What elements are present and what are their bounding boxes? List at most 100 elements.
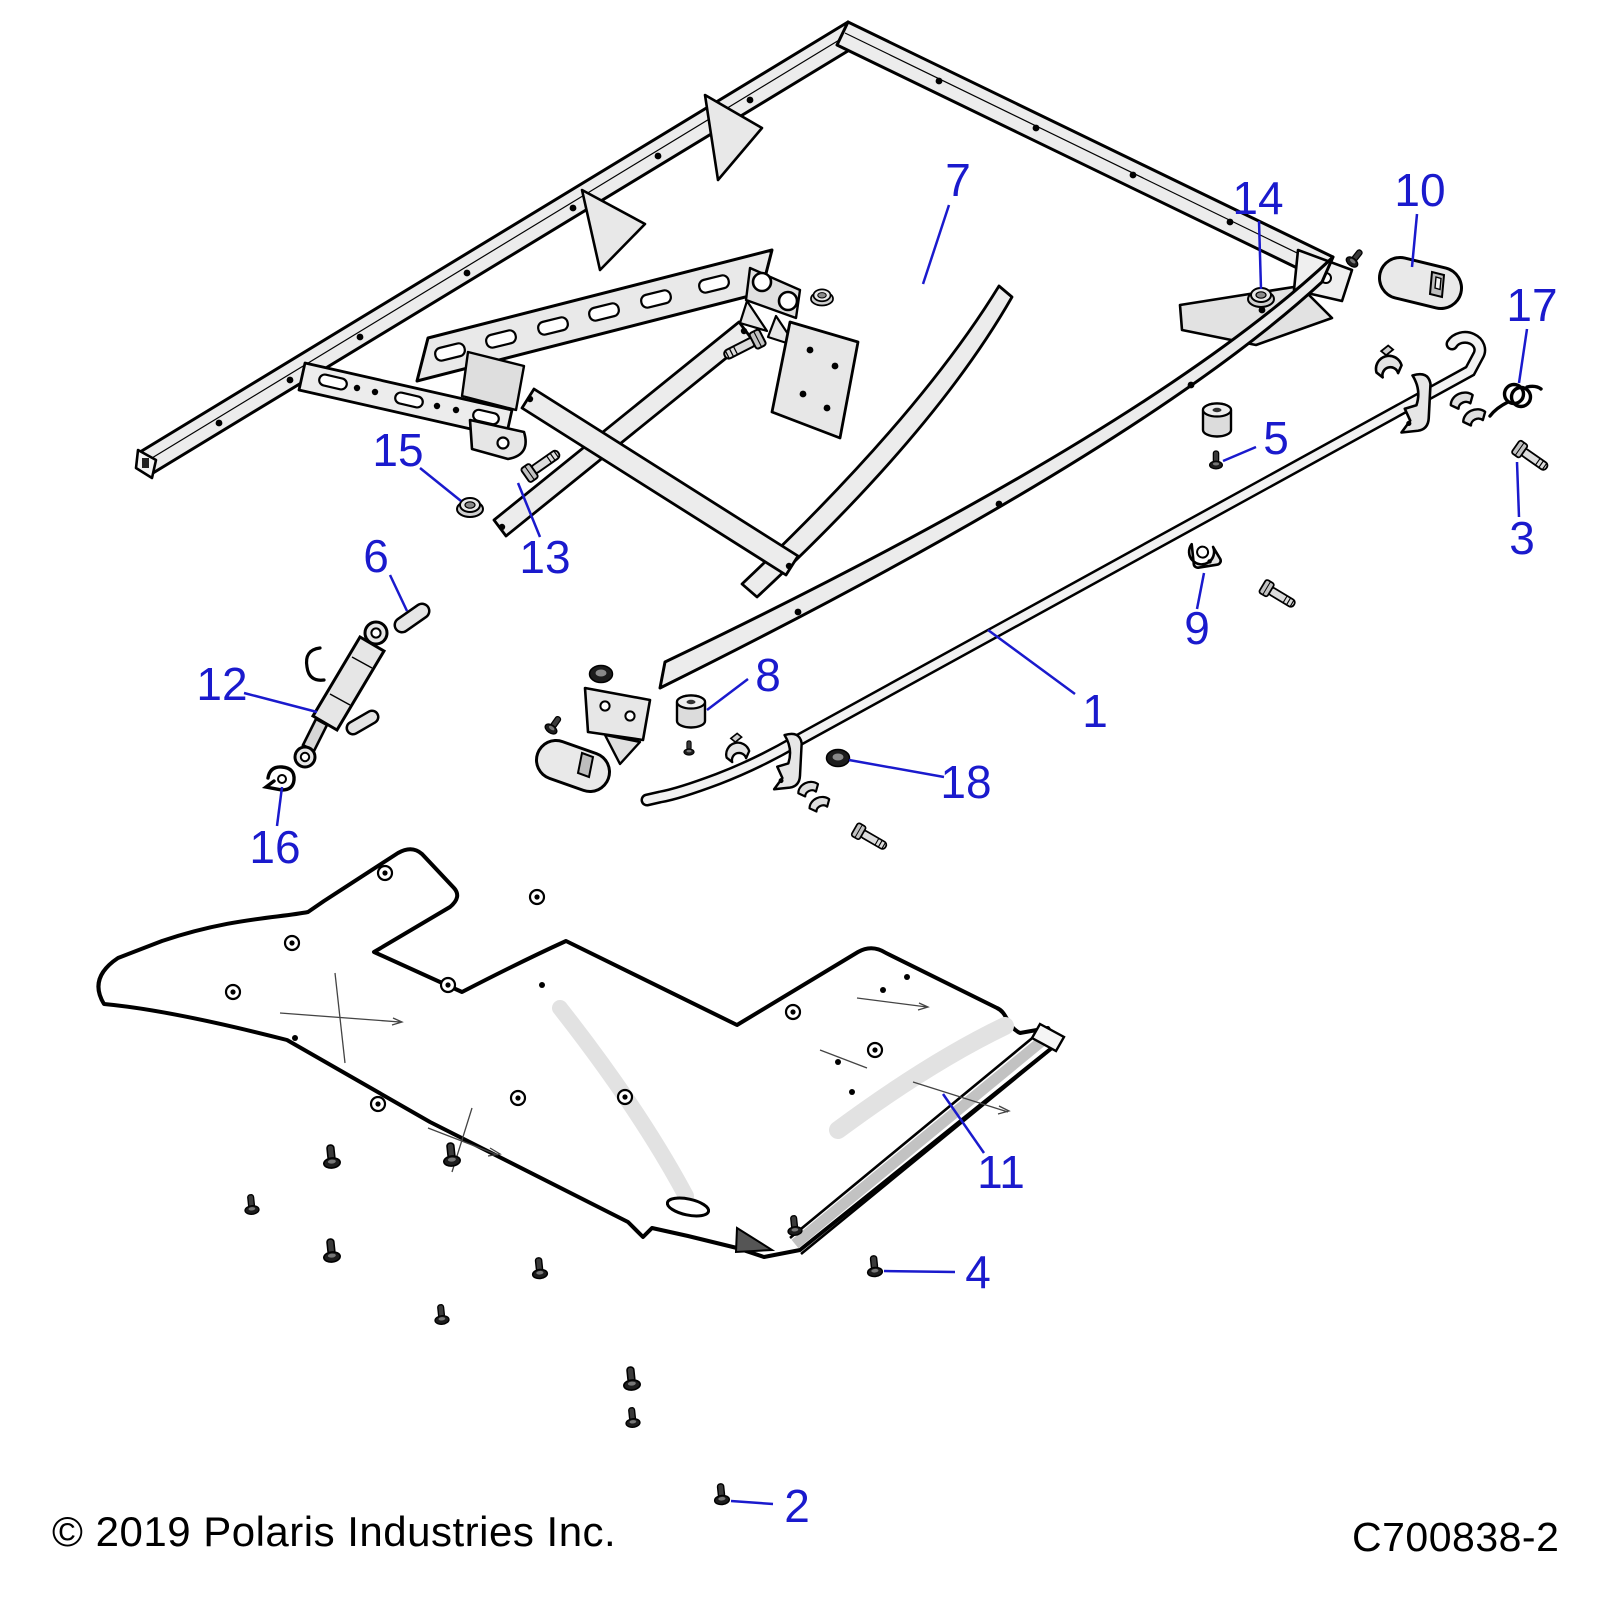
screw <box>683 740 695 756</box>
callout-17[interactable]: 17 <box>1506 279 1558 384</box>
callout-number-10[interactable]: 10 <box>1394 164 1445 216</box>
screw-5 <box>1208 450 1224 470</box>
frame-front-bracket <box>583 686 652 766</box>
screw-2 <box>712 1482 731 1506</box>
flange-nut <box>588 664 614 684</box>
clamp-9 <box>1186 540 1223 570</box>
screw-4 <box>865 1254 884 1278</box>
callout-5[interactable]: 5 <box>1222 412 1289 464</box>
leader-line <box>1410 213 1419 268</box>
leader-line <box>1195 572 1206 610</box>
callout-number-4[interactable]: 4 <box>965 1246 991 1298</box>
leader-line <box>921 204 951 285</box>
callout-number-3[interactable]: 3 <box>1509 512 1535 564</box>
floor-panel <box>96 847 1066 1259</box>
leader-line <box>516 482 542 538</box>
rod-u-clip <box>1370 342 1405 380</box>
bed-frame <box>134 20 1354 766</box>
callout-12[interactable]: 12 <box>196 658 318 714</box>
frame-gusset <box>703 93 764 182</box>
callout-10[interactable]: 10 <box>1394 164 1446 268</box>
callout-number-16[interactable]: 16 <box>249 821 300 873</box>
leader-line <box>848 758 945 779</box>
callout-2[interactable]: 2 <box>730 1480 810 1532</box>
panel-oval-hole <box>665 1196 711 1218</box>
bushing-8 <box>675 694 707 729</box>
callout-13[interactable]: 13 <box>516 482 571 583</box>
flange-nut-14 <box>1247 287 1275 308</box>
leader-line <box>419 467 462 502</box>
callout-8[interactable]: 8 <box>706 649 781 711</box>
callout-number-13[interactable]: 13 <box>519 531 570 583</box>
callout-number-14[interactable]: 14 <box>1232 172 1283 224</box>
callout-3[interactable]: 3 <box>1509 461 1535 564</box>
leader-line <box>275 786 284 827</box>
sleeve <box>535 739 611 793</box>
support-rod <box>640 330 1487 807</box>
callout-number-2[interactable]: 2 <box>784 1480 810 1532</box>
leader-line <box>1517 328 1529 384</box>
leader-line <box>1222 445 1257 463</box>
leader-line <box>243 691 318 714</box>
bolt <box>850 821 891 855</box>
callout-1[interactable]: 1 <box>987 628 1108 737</box>
screw <box>1343 245 1367 270</box>
copyright-text: © 2019 Polaris Industries Inc. <box>52 1508 617 1555</box>
leader-line <box>941 1093 986 1154</box>
sleeve-10 <box>1378 256 1463 310</box>
callout-number-1[interactable]: 1 <box>1082 685 1108 737</box>
callout-16[interactable]: 16 <box>249 786 301 873</box>
panel-holes <box>224 864 910 1113</box>
panel-edge-rail <box>734 1022 1066 1256</box>
shock-absorber-12 <box>293 620 389 769</box>
frame-rail-left <box>134 20 863 480</box>
frame-slotted-beam <box>415 248 802 383</box>
panel-marks <box>279 972 1011 1173</box>
spring-17 <box>1488 382 1543 418</box>
callout-number-12[interactable]: 12 <box>196 658 247 710</box>
frame-gusset <box>580 188 647 272</box>
rod-clamp-halves <box>794 776 833 817</box>
frame-side-bracket <box>297 350 527 461</box>
callout-number-11[interactable]: 11 <box>977 1146 1025 1198</box>
frame-center-bracket <box>770 320 860 440</box>
frame-rail-right <box>658 255 1335 690</box>
rod-clamp-halves <box>1446 386 1490 431</box>
leader-line <box>730 1499 774 1506</box>
bolt <box>1257 578 1299 613</box>
frame-cross-braces <box>492 320 800 577</box>
callout-number-7[interactable]: 7 <box>945 154 971 206</box>
pin-6 <box>393 602 431 634</box>
leader-line <box>388 574 409 612</box>
leader-line <box>987 628 1076 696</box>
callout-9[interactable]: 9 <box>1184 572 1210 654</box>
callout-7[interactable]: 7 <box>921 154 971 285</box>
clip-16 <box>261 765 296 792</box>
callout-6[interactable]: 6 <box>363 530 409 612</box>
callout-number-5[interactable]: 5 <box>1263 412 1289 464</box>
callout-number-8[interactable]: 8 <box>755 649 781 701</box>
leader-line <box>1515 461 1521 518</box>
callout-number-9[interactable]: 9 <box>1184 602 1210 654</box>
callout-number-17[interactable]: 17 <box>1506 279 1557 331</box>
frame-inner-rail <box>740 284 1014 599</box>
callout-18[interactable]: 18 <box>848 756 992 808</box>
frame-nut <box>810 288 834 307</box>
diagram-code: C700838-2 <box>1352 1514 1560 1560</box>
callout-number-15[interactable]: 15 <box>372 424 423 476</box>
callout-number-18[interactable]: 18 <box>940 756 991 808</box>
rod-u-clip <box>720 730 752 765</box>
callout-number-6[interactable]: 6 <box>363 530 389 582</box>
bushing <box>1201 402 1233 438</box>
flange-nut-18 <box>825 748 851 768</box>
callout-15[interactable]: 15 <box>372 424 462 502</box>
rod-guide-bracket <box>772 731 807 794</box>
leader-line <box>1257 220 1263 290</box>
callout-4[interactable]: 4 <box>883 1246 991 1298</box>
leader-line <box>706 678 749 711</box>
callout-11[interactable]: 11 <box>941 1093 1025 1198</box>
callout-14[interactable]: 14 <box>1232 172 1284 290</box>
